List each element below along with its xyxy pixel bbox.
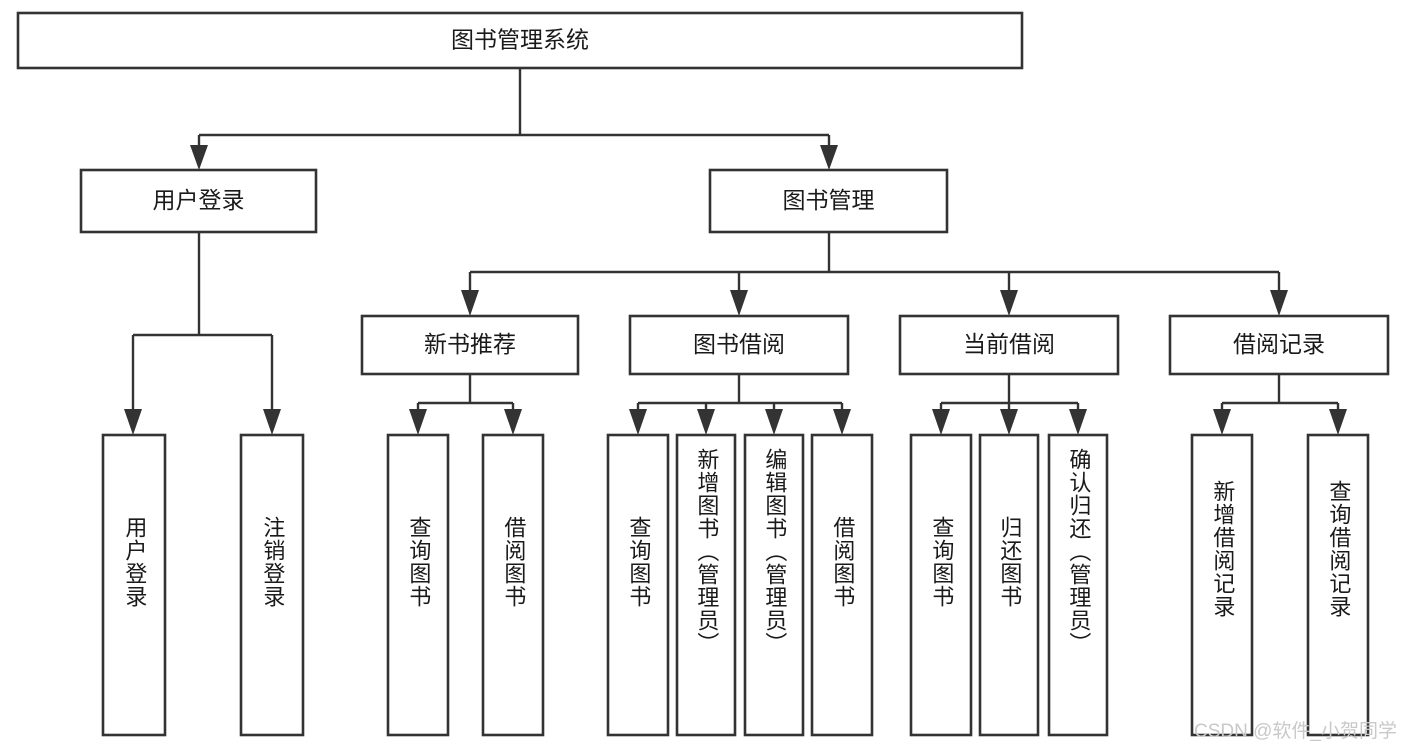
node-leaf-query-book-3[interactable] [909, 433, 973, 737]
node-current-borrow[interactable]: 当前借阅 [898, 314, 1120, 376]
node-leaf-edit-book[interactable] [743, 433, 805, 737]
node-book-manage[interactable]: 图书管理 [708, 168, 949, 234]
node-leaf-query-book-2[interactable] [606, 433, 670, 737]
arrow-to-leaf-return-book [1000, 409, 1018, 435]
arrow-to-leaf-borrow-book-2 [833, 409, 851, 435]
arrow-to-leaf-query-book-3 [932, 409, 950, 435]
watermark: CSDN @软件_小贺同学 [1194, 721, 1397, 742]
node-user-login-label: 用户登录 [153, 187, 245, 213]
arrow-to-leaf-add-record [1213, 409, 1231, 435]
node-borrow-record-label: 借阅记录 [1233, 331, 1325, 357]
arrow-to-leaf-query-book-1 [409, 409, 427, 435]
node-leaf-query-book-1[interactable] [386, 433, 450, 737]
node-new-book-recommend-label: 新书推荐 [424, 331, 516, 357]
arrow-to-borrow-record [1270, 290, 1288, 316]
arrow-to-current-borrow [1000, 290, 1018, 316]
node-user-login[interactable]: 用户登录 [79, 168, 318, 234]
node-leaf-add-book[interactable] [675, 433, 737, 737]
node-current-borrow-label: 当前借阅 [963, 331, 1055, 357]
node-new-book-recommend[interactable]: 新书推荐 [360, 314, 580, 376]
node-leaf-add-record[interactable] [1190, 433, 1254, 737]
node-leaf-user-logout[interactable] [239, 433, 305, 737]
connector-layer [124, 68, 1347, 435]
node-leaf-borrow-book-1[interactable] [481, 433, 545, 737]
arrow-to-leaf-user-logout [263, 409, 281, 435]
arrow-to-leaf-edit-book [765, 409, 783, 435]
arrow-to-leaf-add-book [697, 409, 715, 435]
arrow-to-user-login [190, 145, 208, 170]
node-book-borrow[interactable]: 图书借阅 [628, 314, 850, 376]
node-leaf-borrow-book-2[interactable] [810, 433, 874, 737]
arrow-to-leaf-user-login [124, 409, 142, 435]
arrow-to-book-borrow [730, 290, 748, 316]
arrow-to-leaf-borrow-book-1 [504, 409, 522, 435]
node-borrow-record[interactable]: 借阅记录 [1168, 314, 1390, 376]
arrow-to-leaf-confirm-return [1069, 409, 1087, 435]
arrow-to-leaf-query-record [1329, 409, 1347, 435]
arrow-to-new-book-recommend [461, 290, 479, 316]
node-layer: 图书管理系统 用户登录 图书管理 新书推荐 图书借阅 当前 [16, 11, 1390, 737]
node-book-borrow-label: 图书借阅 [693, 331, 785, 357]
node-leaf-user-login[interactable] [101, 433, 167, 737]
arrow-to-leaf-query-book-2 [629, 409, 647, 435]
node-leaf-query-record[interactable] [1306, 433, 1370, 737]
node-leaf-confirm-return[interactable] [1047, 433, 1109, 737]
node-root-label: 图书管理系统 [451, 27, 589, 53]
node-book-manage-label: 图书管理 [783, 187, 875, 213]
arrow-to-book-manage [820, 145, 838, 170]
node-root[interactable]: 图书管理系统 [16, 11, 1024, 70]
node-leaf-return-book[interactable] [978, 433, 1040, 737]
